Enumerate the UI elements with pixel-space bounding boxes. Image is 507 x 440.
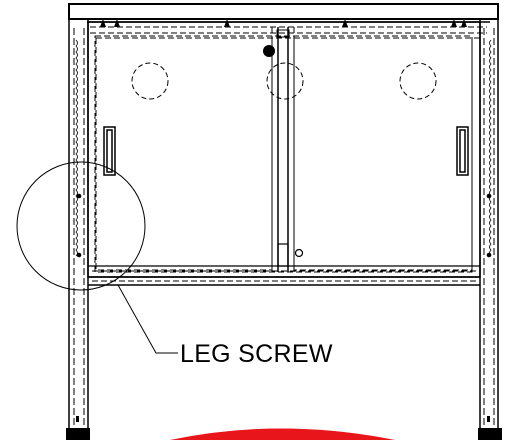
top-plate: [68, 3, 499, 20]
left-door: [95, 37, 273, 271]
screw-icon: [76, 193, 492, 258]
red-indicator: [170, 428, 395, 440]
callout-label: LEG SCREW: [180, 340, 333, 368]
cabinet-body: [87, 21, 481, 278]
leveling-foot-icon: [66, 416, 502, 440]
inner-frame: [94, 35, 473, 273]
left-leg: [68, 19, 89, 430]
lock-knob: [263, 45, 275, 57]
right-leg: [479, 19, 499, 430]
right-door: [293, 37, 473, 271]
hinge-icon: [75, 39, 492, 257]
center-mullion: [271, 27, 295, 272]
callout-leader: [117, 284, 178, 354]
knockout-circles: [131, 62, 437, 100]
latch: [277, 243, 304, 267]
top-fasteners: [100, 19, 467, 27]
detail-circle-icon: [16, 161, 146, 291]
bottom-rail: [88, 265, 480, 286]
door-handle-icon: [103, 126, 469, 176]
